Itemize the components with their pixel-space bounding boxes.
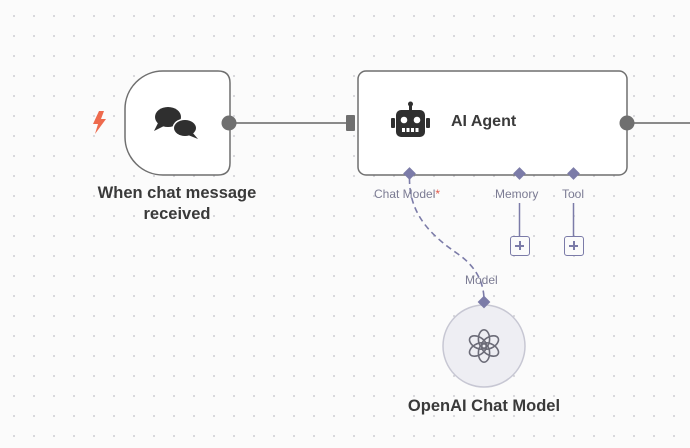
openai-node-title: OpenAI Chat Model bbox=[407, 397, 561, 415]
openai-logo-icon bbox=[468, 328, 500, 364]
memory-port-label: Memory bbox=[495, 187, 539, 201]
robot-icon bbox=[391, 101, 430, 137]
chat-model-port-handle[interactable] bbox=[403, 167, 416, 180]
add-memory-button[interactable] bbox=[510, 236, 530, 256]
trigger-node-title: When chat message received bbox=[97, 184, 257, 223]
lightning-bolt-icon bbox=[93, 111, 106, 134]
agent-main-input-handle[interactable] bbox=[346, 115, 355, 131]
agent-node-title: AI Agent bbox=[451, 113, 517, 130]
trigger-output-handle[interactable] bbox=[221, 115, 237, 131]
chat-model-port-label: Chat Model* bbox=[374, 187, 440, 201]
agent-output-handle[interactable] bbox=[619, 115, 635, 131]
model-port-label: Model bbox=[465, 273, 498, 287]
add-tool-button[interactable] bbox=[564, 236, 584, 256]
chat-model-connection[interactable] bbox=[408, 177, 485, 301]
chat-model-port-label-text: Chat Model bbox=[374, 187, 436, 201]
openai-model-output-handle[interactable] bbox=[477, 295, 491, 309]
tool-port-label: Tool bbox=[562, 187, 585, 201]
chat-bubbles-icon bbox=[154, 107, 198, 139]
required-indicator: * bbox=[435, 187, 441, 201]
openai-chat-model-node[interactable] bbox=[442, 304, 526, 388]
